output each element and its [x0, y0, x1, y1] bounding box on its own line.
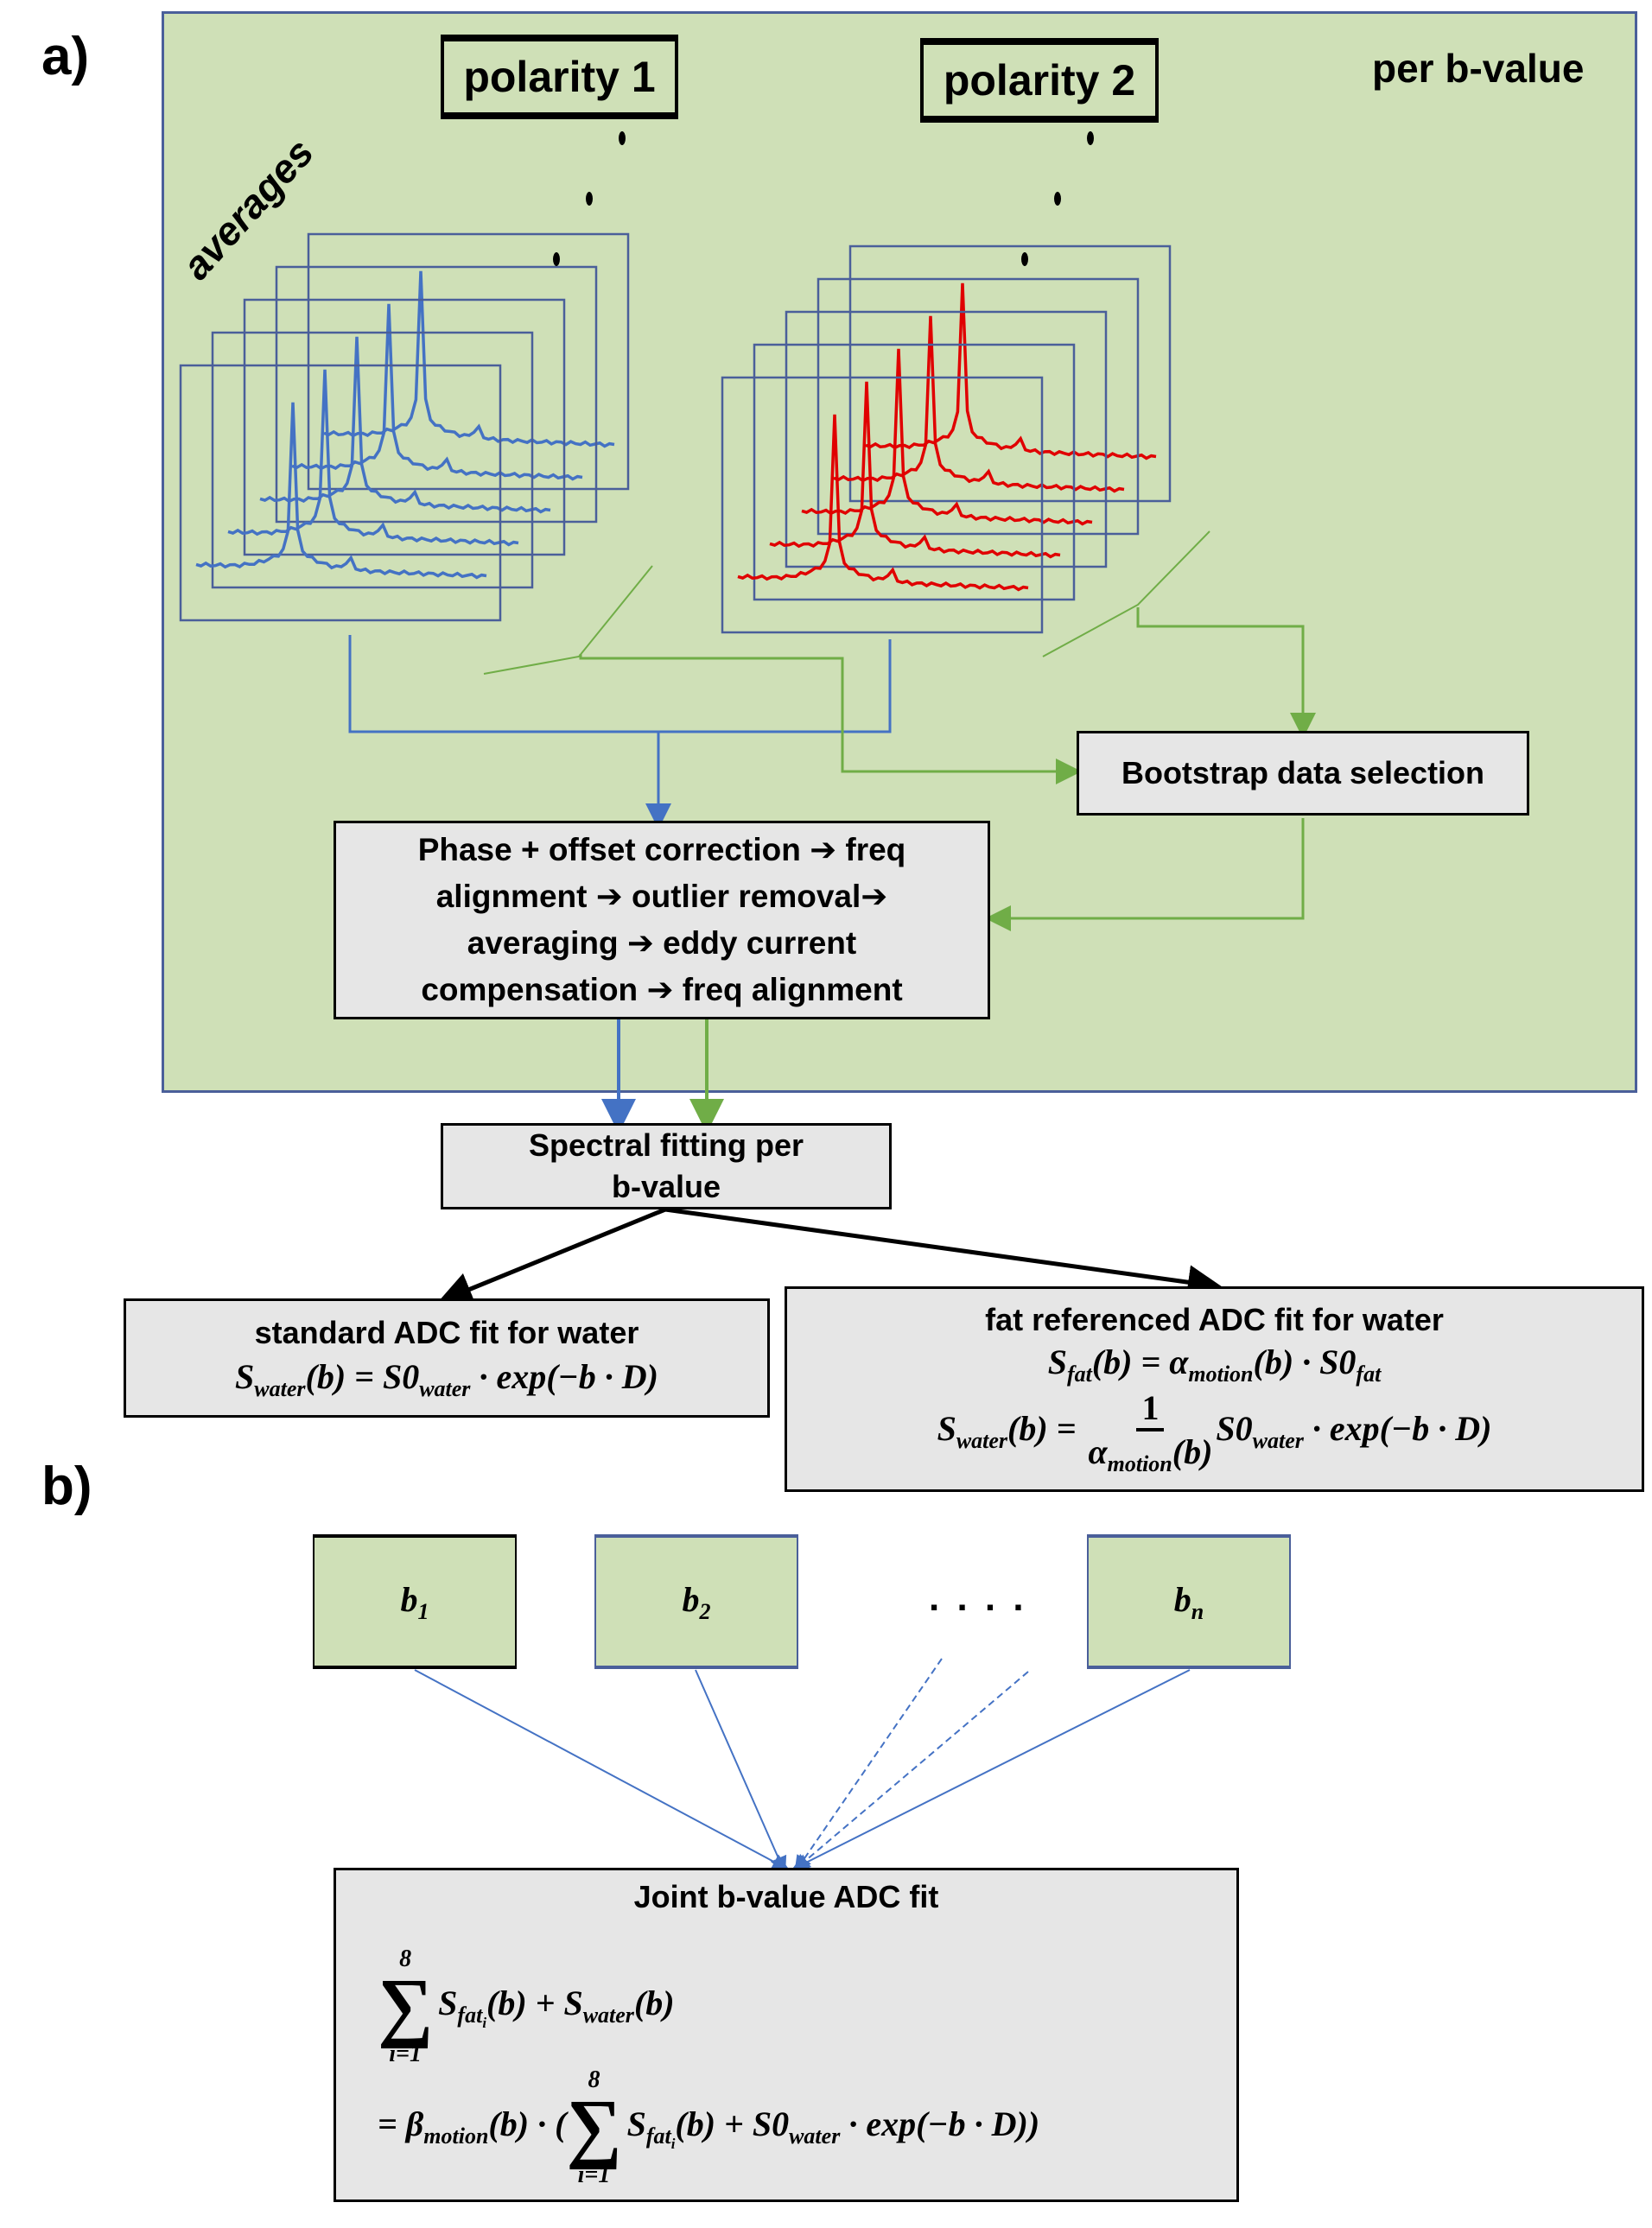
- green-connector-1: [579, 654, 1082, 784]
- polarity-2-ellipsis: [1021, 131, 1094, 266]
- green-connector-2: [1136, 607, 1316, 739]
- arrow-bn-to-joint: [791, 1669, 1191, 1870]
- spectrum-frame: [721, 376, 1044, 634]
- spectrum-frame: [816, 277, 1140, 536]
- polarity-2-box: polarity 2: [920, 38, 1159, 123]
- processing-line: compensation ➔ freq alignment: [421, 972, 903, 1007]
- bootstrap-label: Bootstrap data selection: [1121, 755, 1485, 790]
- arrow-to-standard-fit: [437, 1207, 666, 1305]
- joint-fit-title: Joint b-value ADC fit: [633, 1879, 939, 1914]
- spectrum-frame: [848, 244, 1172, 503]
- polarity-1-ellipsis: [553, 131, 626, 266]
- per-b-value-label: per b-value: [1372, 46, 1585, 91]
- b-value-label: b1: [400, 1579, 429, 1624]
- bootstrap-box: Bootstrap data selection: [1077, 731, 1529, 816]
- arrow-dashed-2: [792, 1671, 1029, 1872]
- spectrum-trace: [227, 369, 519, 547]
- spectrum-trace: [833, 315, 1125, 493]
- spectral-fitting-line: Spectral fitting per: [528, 1127, 804, 1163]
- arrow-b1-to-joint: [414, 1669, 790, 1870]
- polarity-1-label: polarity 1: [463, 53, 656, 101]
- processing-line: averaging ➔ eddy current: [467, 925, 857, 961]
- arrow-to-fat-ref-fit: [664, 1207, 1223, 1300]
- bracket-polarity-2: [1042, 530, 1210, 657]
- spectrum-trace: [323, 270, 615, 448]
- spectrum-trace: [291, 303, 583, 481]
- spectral-fitting-line: b-value: [611, 1169, 721, 1204]
- spectrum-trace: [259, 336, 551, 514]
- b-value-label: b2: [682, 1579, 711, 1624]
- b-value-label: bn: [1173, 1579, 1204, 1624]
- spectrum-frame: [307, 232, 630, 491]
- spectrum-trace: [865, 282, 1157, 460]
- arrow-b2-to-joint: [695, 1669, 787, 1875]
- spectrum-frame: [753, 343, 1076, 601]
- panel-b-label: b): [41, 1457, 92, 1516]
- spectrum-trace: [801, 348, 1093, 526]
- b-value-box-n: bn: [1087, 1534, 1291, 1669]
- green-bootstrap-to-processing: [985, 818, 1305, 931]
- spectrum-frame: [211, 331, 534, 589]
- standard-fit-title: standard ADC fit for water: [254, 1314, 639, 1350]
- processing-line: alignment ➔ outlier removal➔: [435, 879, 888, 914]
- arrow-dashed-1: [794, 1658, 943, 1874]
- fat-ref-fit-title: fat referenced ADC fit for water: [985, 1301, 1444, 1337]
- b-value-box-2: b2: [594, 1534, 798, 1669]
- spectrum-trace: [195, 402, 487, 580]
- spectrum-frame: [785, 310, 1108, 568]
- standard-fit-box: standard ADC fit for water Swater(b) = S…: [124, 1298, 770, 1418]
- fat-ref-formula-1: Sfat(b) = αmotion(b) · S0fat: [1047, 1342, 1382, 1387]
- spectrum-trace: [769, 381, 1061, 559]
- spectrum-frame: [243, 298, 566, 556]
- spectrum-trace: [737, 414, 1029, 592]
- b-values-ellipsis: . . . .: [929, 1577, 1027, 1619]
- polarity-1-box: polarity 1: [441, 35, 678, 119]
- spectral-fitting-box: Spectral fitting per b-value: [441, 1123, 892, 1209]
- spectrum-frame: [179, 364, 502, 622]
- panel-a-label: a): [41, 27, 90, 86]
- spectrum-frame: [275, 265, 598, 524]
- blue-connector: [348, 635, 892, 733]
- polarity-1-spectra-stack: [179, 232, 630, 622]
- fat-ref-fit-box: fat referenced ADC fit for water Sfat(b)…: [785, 1286, 1644, 1492]
- processing-line: Phase + offset correction ➔ freq: [417, 832, 906, 867]
- standard-fit-formula: Swater(b) = S0water · exp(−b · D): [235, 1356, 658, 1401]
- bracket-polarity-1: [483, 565, 653, 675]
- processing-box: Phase + offset correction ➔ freq alignme…: [334, 821, 990, 1019]
- polarity-2-spectra-stack: [721, 244, 1172, 634]
- polarity-2-label: polarity 2: [943, 56, 1136, 105]
- b-value-box-1: b1: [313, 1534, 517, 1669]
